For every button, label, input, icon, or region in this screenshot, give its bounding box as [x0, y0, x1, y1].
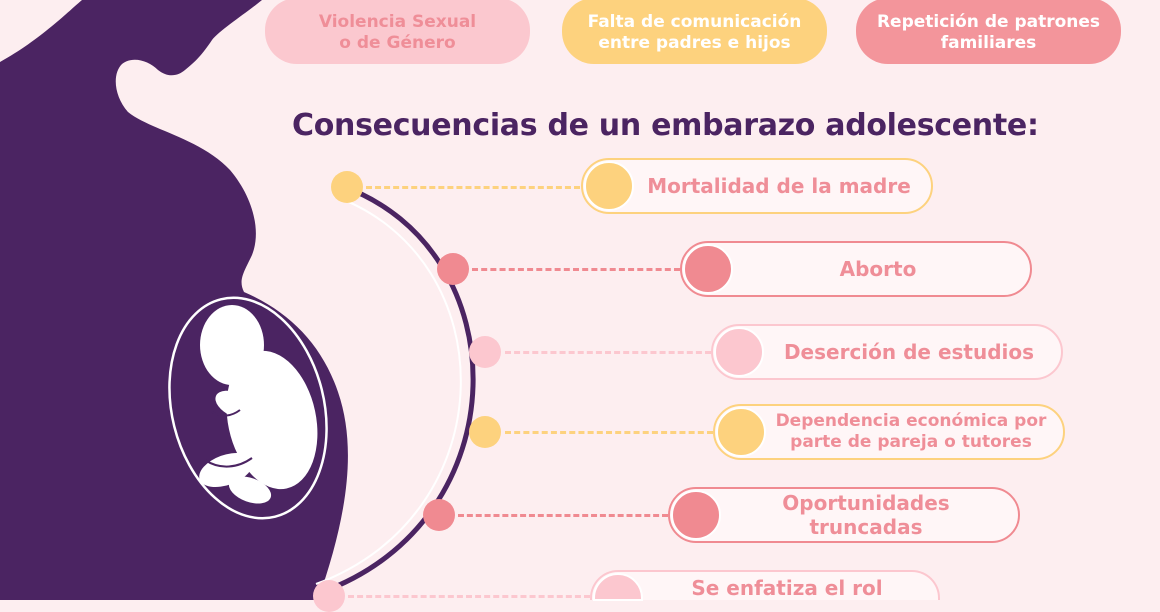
timeline-arc	[321, 183, 476, 595]
marker-circle	[671, 490, 721, 540]
marker-circle	[584, 161, 634, 211]
consequence-label: Dependencia económica por parte de parej…	[775, 411, 1047, 452]
dashed-connector	[505, 351, 711, 354]
consequence-oportunidades: Oportunidades truncadas	[668, 487, 1020, 543]
timeline-dot	[469, 336, 501, 368]
timeline-dot	[469, 416, 501, 448]
consequence-dependencia: Dependencia económica por parte de parej…	[713, 404, 1065, 460]
marker-circle	[593, 573, 643, 601]
timeline-dot	[437, 253, 469, 285]
marker-circle	[716, 407, 766, 457]
cause-label: Falta de comunicación entre padres e hij…	[587, 12, 802, 53]
cause-label: Violencia Sexual o de Género	[318, 12, 477, 53]
fetus-icon	[199, 305, 318, 504]
timeline-dot	[423, 499, 455, 531]
dashed-connector	[472, 268, 680, 271]
dashed-connector	[348, 595, 590, 598]
consequence-label: Se enfatiza el rol	[691, 576, 883, 600]
consequence-mortalidad: Mortalidad de la madre	[581, 158, 933, 214]
womb-outline	[168, 296, 328, 520]
marker-circle	[714, 327, 764, 377]
consequence-label: Oportunidades truncadas	[782, 491, 950, 539]
cause-pill-patrones: Repetición de patrones familiares	[856, 0, 1121, 64]
dashed-connector	[458, 514, 668, 517]
consequence-desercion: Deserción de estudios	[711, 324, 1063, 380]
cause-pill-violencia: Violencia Sexual o de Género	[265, 0, 530, 64]
consequence-label: Deserción de estudios	[783, 340, 1035, 364]
section-heading: Consecuencias de un embarazo adolescente…	[292, 108, 1039, 143]
cause-pill-comunicacion: Falta de comunicación entre padres e hij…	[562, 0, 827, 64]
consequence-label: Aborto	[839, 257, 917, 281]
consequence-rol: Se enfatiza el rol	[590, 570, 940, 601]
dashed-connector	[505, 431, 713, 434]
marker-circle	[683, 244, 733, 294]
timeline-dot	[313, 580, 345, 612]
consequence-aborto: Aborto	[680, 241, 1032, 297]
cause-label: Repetición de patrones familiares	[876, 12, 1101, 53]
dashed-connector	[366, 186, 580, 189]
timeline-dot	[331, 171, 363, 203]
consequence-label: Mortalidad de la madre	[647, 174, 911, 198]
